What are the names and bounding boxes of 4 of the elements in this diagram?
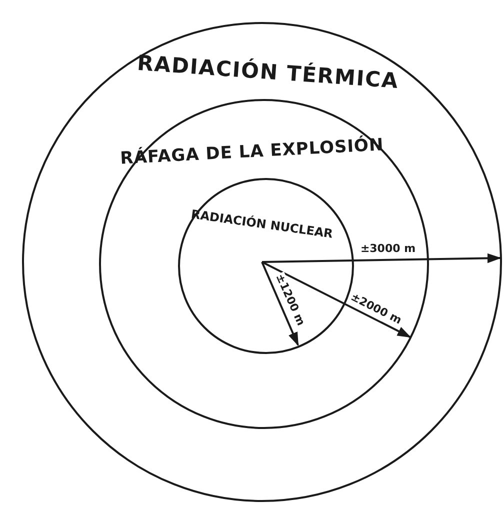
distance-label: ±3000 m (359, 243, 417, 255)
zone-label: RADIACIÓN TÉRMICA (136, 50, 400, 93)
zone-label: RADIACIÓN NUCLEAR (190, 206, 334, 240)
zone-label: RÁFAGA DE LA EXPLOSIÓN (119, 134, 384, 168)
